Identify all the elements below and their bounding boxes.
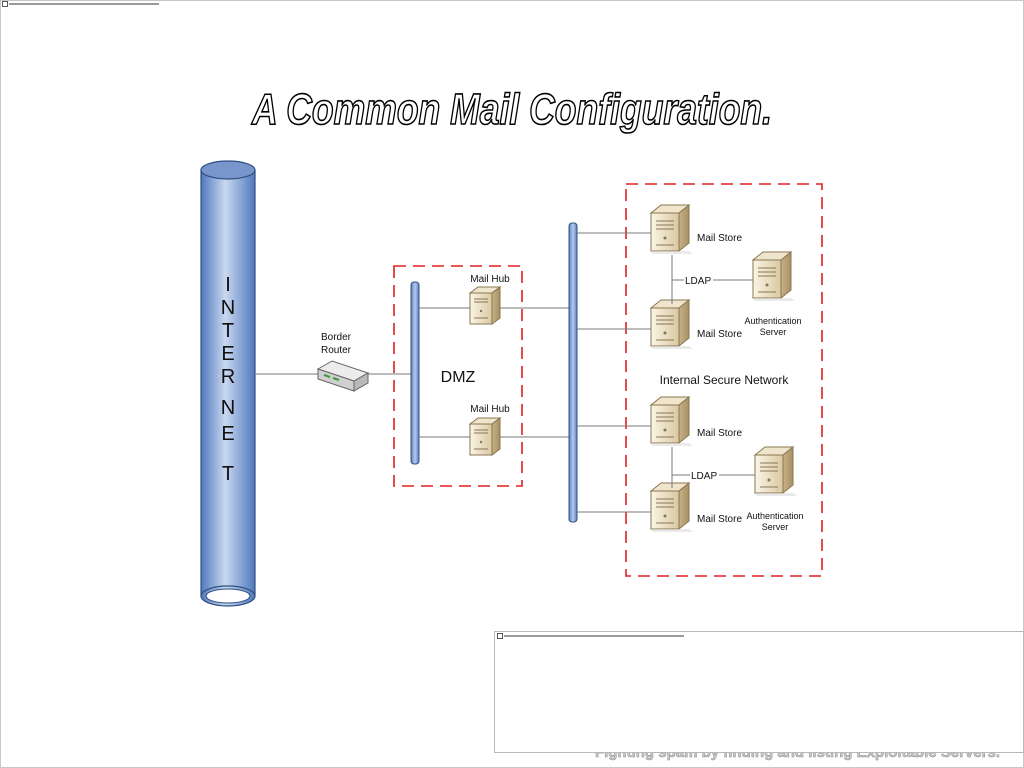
mail-store-4-label: Mail Store <box>697 514 742 525</box>
auth-server-1-label: Authentication <box>744 316 801 326</box>
router-label: Border <box>321 332 352 343</box>
mail-store-1-server-icon <box>648 204 694 255</box>
internet-letter: T <box>222 320 234 342</box>
auth-server-2-label: Authentication <box>746 511 803 521</box>
internet-letter: R <box>221 366 235 388</box>
internet-label: I N T E R N E T <box>221 274 235 485</box>
internet-letter: T <box>222 463 234 485</box>
auth-server-1-label: Server <box>760 327 787 337</box>
mail-hub-bottom-server-icon <box>469 417 501 456</box>
notes-fine-print <box>504 635 684 637</box>
header-fine-print <box>9 3 159 5</box>
auth-server-1-icon <box>750 251 796 302</box>
router-label: Router <box>321 345 352 356</box>
mail-store-3-label: Mail Store <box>697 428 742 439</box>
border-router-icon <box>316 360 370 392</box>
ldap-label-1: LDAP <box>685 276 711 287</box>
speaker-notes-panel <box>494 631 1024 753</box>
ldap-label-2: LDAP <box>691 471 717 482</box>
mail-store-2-label: Mail Store <box>697 329 742 340</box>
mail-hub-top-label: Mail Hub <box>470 274 510 285</box>
dmz-zone <box>393 265 523 487</box>
note-corner-icon <box>497 633 503 639</box>
internet-pipe <box>200 160 256 607</box>
internet-letter: E <box>221 423 234 445</box>
internet-letter: E <box>221 343 234 365</box>
mail-store-1-label: Mail Store <box>697 233 742 244</box>
mail-store-2-server-icon <box>648 299 694 350</box>
internal-network-label: Internal Secure Network <box>660 373 790 387</box>
auth-server-2-label: Server <box>762 522 789 532</box>
internet-letter: I <box>225 274 231 296</box>
diagram-title: A Common Mail Configuration. <box>251 85 772 134</box>
internal-backbone <box>568 222 578 523</box>
internet-letter: N <box>221 297 235 319</box>
dmz-label: DMZ <box>441 369 476 386</box>
mail-store-4-server-icon <box>648 482 694 533</box>
dmz-backbone <box>410 281 420 465</box>
auth-server-2-icon <box>752 446 798 497</box>
mail-store-3-server-icon <box>648 396 694 447</box>
internal-zone <box>625 183 823 577</box>
page-corner-icon <box>2 1 8 7</box>
mail-hub-top-server-icon <box>469 286 501 325</box>
internet-letter: N <box>221 397 235 419</box>
mail-hub-bottom-label: Mail Hub <box>470 404 510 415</box>
